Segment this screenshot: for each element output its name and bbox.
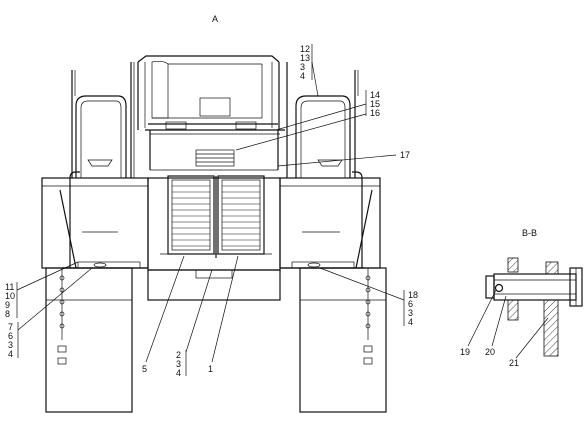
label-19: 19 bbox=[460, 347, 470, 357]
rear-frame bbox=[62, 177, 364, 301]
label-4: 4 bbox=[300, 71, 305, 81]
label-3b: 3 bbox=[8, 340, 13, 350]
callout-1: 1 bbox=[208, 255, 239, 374]
label-7: 7 bbox=[8, 322, 13, 332]
step-right bbox=[291, 261, 355, 269]
label-4d: 4 bbox=[408, 317, 413, 327]
callout-18-6-3-4: 18 6 3 4 bbox=[319, 267, 418, 327]
label-4b: 4 bbox=[8, 349, 13, 359]
cotter-pin bbox=[494, 283, 504, 293]
callout-5: 5 bbox=[142, 255, 185, 374]
label-11: 11 bbox=[5, 282, 14, 292]
label-6b: 6 bbox=[408, 299, 413, 309]
label-14: 14 bbox=[370, 90, 380, 100]
label-5: 5 bbox=[142, 364, 147, 374]
callout-11-10-9-8: 11 10 9 8 bbox=[5, 261, 79, 319]
callout-17: 17 bbox=[277, 150, 410, 167]
section-b-b: B-B 19 20 21 bbox=[460, 228, 583, 368]
callout-2-3-4: 2 3 4 bbox=[176, 269, 213, 378]
bracket-lower bbox=[507, 299, 519, 321]
chain-right bbox=[363, 268, 373, 365]
callout-14-15-16: 14 15 16 bbox=[235, 90, 380, 151]
callout-12-13-3-4: 12 13 3 4 bbox=[300, 44, 319, 97]
battery-box-right bbox=[217, 175, 265, 255]
label-1: 1 bbox=[208, 364, 213, 374]
label-12: 12 bbox=[300, 44, 310, 54]
chain-left bbox=[57, 268, 67, 365]
fender-right bbox=[279, 171, 381, 269]
label-18: 18 bbox=[408, 290, 418, 300]
bushing bbox=[545, 261, 559, 275]
label-20: 20 bbox=[485, 347, 495, 357]
view-label-b-b: B-B bbox=[522, 228, 537, 238]
callout-7-6-3-4: 7 6 3 4 bbox=[8, 267, 93, 359]
wheel-right bbox=[299, 267, 387, 413]
wheel-left bbox=[45, 267, 133, 413]
label-4c: 4 bbox=[176, 368, 181, 378]
label-3c: 3 bbox=[176, 359, 181, 369]
label-13: 13 bbox=[300, 53, 310, 63]
label-6: 6 bbox=[8, 331, 13, 341]
view-label-a: A bbox=[212, 14, 218, 24]
fender-left bbox=[41, 171, 149, 269]
label-3: 3 bbox=[300, 62, 305, 72]
label-15: 15 bbox=[370, 99, 380, 109]
label-2: 2 bbox=[176, 350, 181, 360]
label-9: 9 bbox=[5, 300, 10, 310]
label-3d: 3 bbox=[408, 308, 413, 318]
bracket-upper bbox=[507, 257, 519, 273]
label-17: 17 bbox=[400, 150, 410, 160]
handrail-left bbox=[71, 62, 135, 178]
pin-head bbox=[485, 275, 495, 299]
label-10: 10 bbox=[5, 291, 15, 301]
handrail-right bbox=[286, 62, 359, 178]
step-left bbox=[77, 261, 141, 269]
battery-box-left bbox=[167, 175, 215, 255]
plate bbox=[543, 299, 559, 357]
label-8: 8 bbox=[5, 309, 10, 319]
cab bbox=[137, 55, 285, 171]
rear-view-machine bbox=[41, 55, 387, 413]
label-16: 16 bbox=[370, 108, 380, 118]
label-21: 21 bbox=[509, 358, 519, 368]
